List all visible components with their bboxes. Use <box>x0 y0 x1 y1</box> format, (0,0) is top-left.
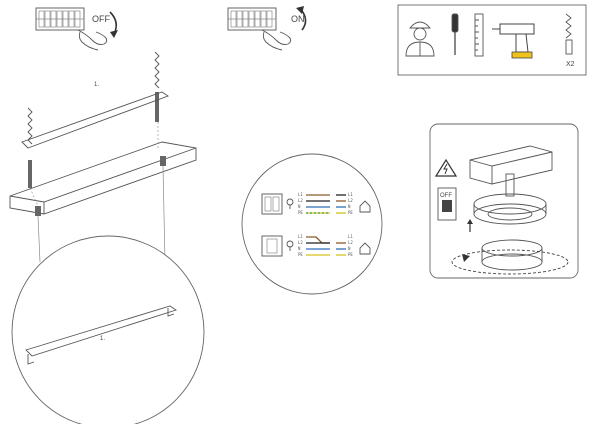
terminal-labels-bottom-right: L1 L2 N PE <box>348 234 353 257</box>
lamp-bar <box>25 305 178 357</box>
screwdriver-icon <box>451 13 459 55</box>
terminal-label: PE <box>298 252 303 257</box>
step-label-top: 1. <box>94 82 99 88</box>
terminal-label: N <box>348 204 351 209</box>
terminal-label: L1 <box>298 234 303 239</box>
wires-bottom-right <box>336 242 346 256</box>
breaker-block-icon <box>227 7 277 31</box>
terminal-label: L2 <box>298 240 303 245</box>
switch-on-label: ON <box>291 14 305 24</box>
mounting-bar <box>21 91 169 149</box>
single-switch-icon <box>261 235 283 257</box>
terminal-labels-top: L1 L2 N PE <box>298 192 303 215</box>
lamp-house-icon <box>359 200 371 213</box>
terminal-labels-top-right: L1 L2 N PE <box>348 192 353 215</box>
mounting-bracket-illustration: 1. <box>9 51 197 263</box>
terminal-labels-bottom: L1 L2 N PE <box>298 234 303 257</box>
screw-icon <box>154 51 160 122</box>
terminal-label: L1 <box>348 234 353 239</box>
suspension-cable <box>162 165 166 263</box>
switch-off-illustration: OFF <box>35 7 118 51</box>
double-switch-icon <box>261 193 283 215</box>
tools-box: X2 <box>397 4 587 76</box>
screw-icon <box>27 107 33 188</box>
lamp-housing-bottom <box>481 239 543 271</box>
terminal-label: PE <box>348 210 353 215</box>
terminal-label: N <box>298 246 301 251</box>
hand-icon <box>77 29 108 51</box>
rotate-arrow-icon <box>451 249 569 275</box>
wires-top-right <box>336 194 346 214</box>
drill-icon <box>492 23 535 59</box>
switch-off-label: OFF <box>92 14 110 24</box>
install-panel: OFF <box>429 123 579 279</box>
cable-clamp-icon <box>27 308 175 365</box>
ruler-icon <box>474 13 484 57</box>
breaker-off-icon <box>437 187 457 221</box>
canopy-bar <box>9 141 197 215</box>
terminal-label: L2 <box>348 240 353 245</box>
terminal-label: PE <box>348 252 353 257</box>
lamp-housing-top <box>473 193 547 225</box>
screw-count: X2 <box>566 61 575 68</box>
wiring-diagram-circle: L1 L2 N PE L1 L2 N PE <box>241 153 383 295</box>
breaker-label: OFF <box>440 193 452 199</box>
lamp-house-icon <box>359 242 371 255</box>
wires-top <box>306 194 330 214</box>
terminal-label: L2 <box>348 198 353 203</box>
terminal-label: L1 <box>298 192 303 197</box>
anchor-screw-icon <box>565 13 573 55</box>
hand-icon <box>261 29 292 51</box>
arrow-up-icon <box>467 219 473 232</box>
wires-bottom <box>306 236 330 256</box>
ceiling-block <box>469 145 553 185</box>
suspension-cable <box>37 215 41 263</box>
bar-detail-circle: 1. <box>11 235 205 424</box>
switch-on-illustration: ON <box>227 6 307 51</box>
terminal-label: N <box>348 246 351 251</box>
warning-icon <box>434 158 458 177</box>
worker-icon <box>405 21 435 57</box>
terminal-label: PE <box>298 210 303 215</box>
step-label-bottom: 1. <box>100 336 105 342</box>
terminal-label: L1 <box>348 192 353 197</box>
terminal-label: N <box>298 204 301 209</box>
bulb-icon <box>286 198 294 209</box>
breaker-block-icon <box>35 7 85 31</box>
bulb-icon <box>286 240 294 251</box>
terminal-label: L2 <box>298 198 303 203</box>
